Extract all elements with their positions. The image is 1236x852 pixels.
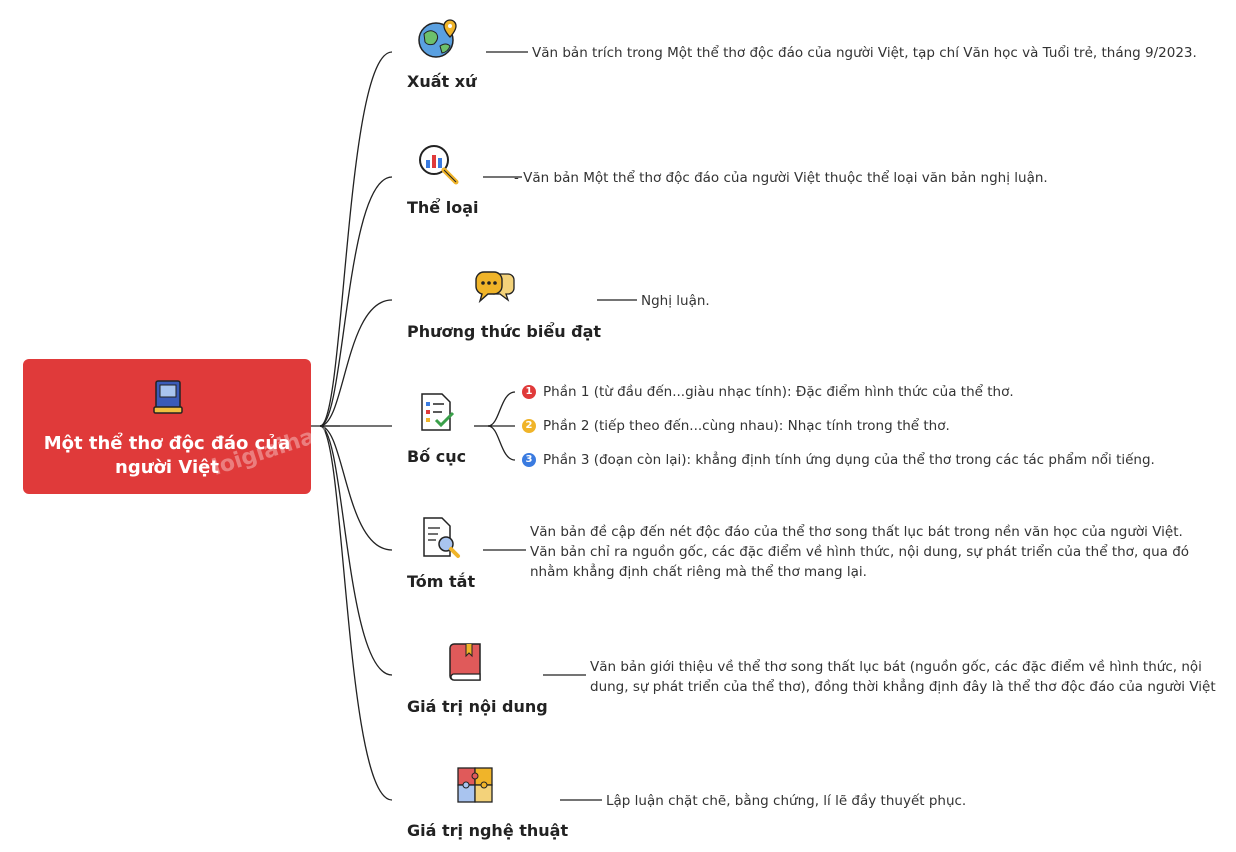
part-3-text: Phần 3 (đoạn còn lại): khẳng định tính ứ… bbox=[543, 452, 1155, 468]
branch-text-gia-tri-nghe-thuat: Lập luận chặt chẽ, bằng chứng, lí lẽ đầy… bbox=[606, 793, 967, 809]
branch-label-phuong-thuc[interactable]: Phương thức biểu đạt bbox=[407, 322, 602, 341]
branch-label-xuat-xu[interactable]: Xuất xứ bbox=[407, 72, 477, 91]
puzzle-icon bbox=[457, 767, 493, 803]
root-node[interactable]: Một thể thơ độc đáo của người Việt bbox=[23, 359, 311, 494]
branch-text-phuong-thuc: Nghị luận. bbox=[641, 293, 710, 309]
part-2-badge: 2 bbox=[522, 419, 536, 433]
checklist-icon bbox=[421, 393, 455, 431]
book-icon bbox=[153, 380, 183, 414]
part-3-badge: 3 bbox=[522, 453, 536, 467]
branch-label-the-loai[interactable]: Thể loại bbox=[407, 198, 479, 217]
branch-text-gia-tri-noi-dung: Văn bản giới thiệu về thể thơ song thất … bbox=[590, 659, 1216, 695]
part-1-text: Phần 1 (từ đầu đến...giàu nhạc tính): Đặ… bbox=[543, 384, 1014, 400]
root-title: Một thể thơ độc đáo của người Việt bbox=[43, 433, 291, 478]
speech-bubbles-icon bbox=[475, 271, 515, 304]
branch-label-bo-cuc[interactable]: Bố cục bbox=[407, 447, 467, 466]
document-search-icon bbox=[423, 517, 460, 558]
branch-text-tom-tat: Văn bản đề cập đến nét độc đáo của thể t… bbox=[530, 524, 1190, 580]
branch-text-xuat-xu: Văn bản trích trong Một thể thơ độc đáo … bbox=[532, 45, 1197, 61]
red-book-icon bbox=[449, 643, 481, 681]
globe-location-icon bbox=[418, 19, 457, 58]
branch-label-gia-tri-noi-dung[interactable]: Giá trị nội dung bbox=[407, 697, 548, 716]
part-2-text: Phần 2 (tiếp theo đến...cùng nhau): Nhạc… bbox=[543, 418, 950, 434]
branch-label-gia-tri-nghe-thuat[interactable]: Giá trị nghệ thuật bbox=[407, 821, 569, 840]
branch-text-the-loai: - Văn bản Một thể thơ độc đáo của người … bbox=[514, 170, 1048, 186]
branch-label-tom-tat[interactable]: Tóm tắt bbox=[407, 572, 476, 591]
chart-magnifier-icon bbox=[419, 145, 459, 185]
part-1-badge: 1 bbox=[522, 385, 536, 399]
